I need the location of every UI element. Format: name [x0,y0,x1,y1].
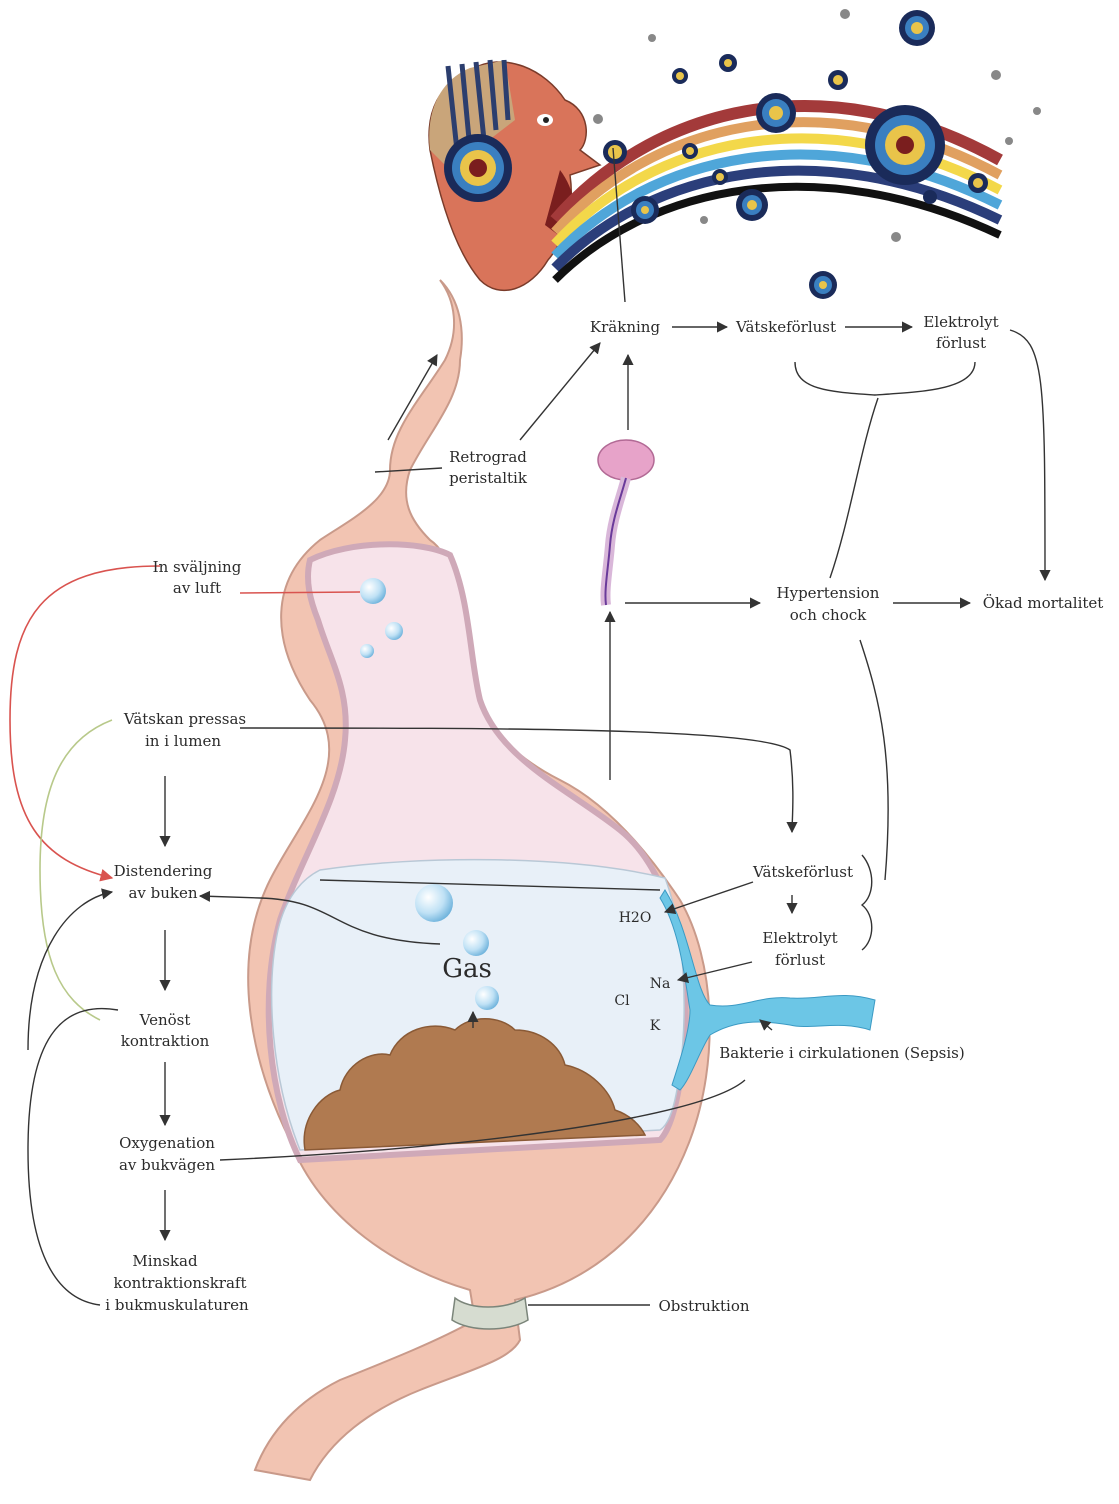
label-reduced-line3: i bukmuskulaturen [105,1296,249,1314]
label-k: K [650,1018,661,1034]
label-electrolyte-mid-line1: Elektrolyt [762,929,837,947]
label-swallow-line1: In sväljning [153,558,242,576]
label-electrolyte-mid-line2: förlust [775,951,825,969]
label-venous-line1: Venöst [139,1011,191,1029]
label-oxygenation-line2: av bukvägen [119,1156,215,1174]
label-bacteria: Bakterie i cirkulationen (Sepsis) [719,1044,964,1062]
label-retrograde-line1: Retrograd [449,448,527,466]
brain [598,440,654,480]
label-h2o: H2O [619,910,652,926]
label-fluid-loss-mid: Vätskeförlust [752,863,853,881]
label-obstruction: Obstruktion [658,1297,749,1315]
label-electrolyte-top-line1: Elektrolyt [923,313,998,331]
label-mortality: Ökad mortalitet [983,594,1104,612]
label-retrograde-line2: peristaltik [449,469,528,487]
nerve-brain-illustration [598,440,654,605]
label-na: Na [650,976,671,992]
label-cl: Cl [614,993,630,1009]
label-press-line2: in i lumen [145,732,221,750]
label-hypertension-line1: Hypertension [777,584,880,602]
label-distension-line1: Distendering [114,862,213,880]
label-reduced-line2: kontraktionskraft [113,1274,246,1292]
label-distension-line2: av buken [128,884,197,902]
label-electrolyte-top-line2: förlust [936,334,986,352]
label-press-line1: Vätskan pressas [123,710,246,728]
label-vomiting: Kräkning [590,318,661,336]
label-venous-line2: kontraktion [121,1032,210,1050]
label-reduced-line1: Minskad [132,1252,198,1270]
spinal-cord [605,478,626,605]
label-hypertension-line2: och chock [790,606,867,624]
label-swallow-line2: av luft [173,579,221,597]
label-gas: Gas [442,954,492,984]
label-fluid-loss-top: Vätskeförlust [735,318,836,336]
label-oxygenation-line1: Oxygenation [119,1134,215,1152]
vomit-rainbow [555,9,1041,299]
